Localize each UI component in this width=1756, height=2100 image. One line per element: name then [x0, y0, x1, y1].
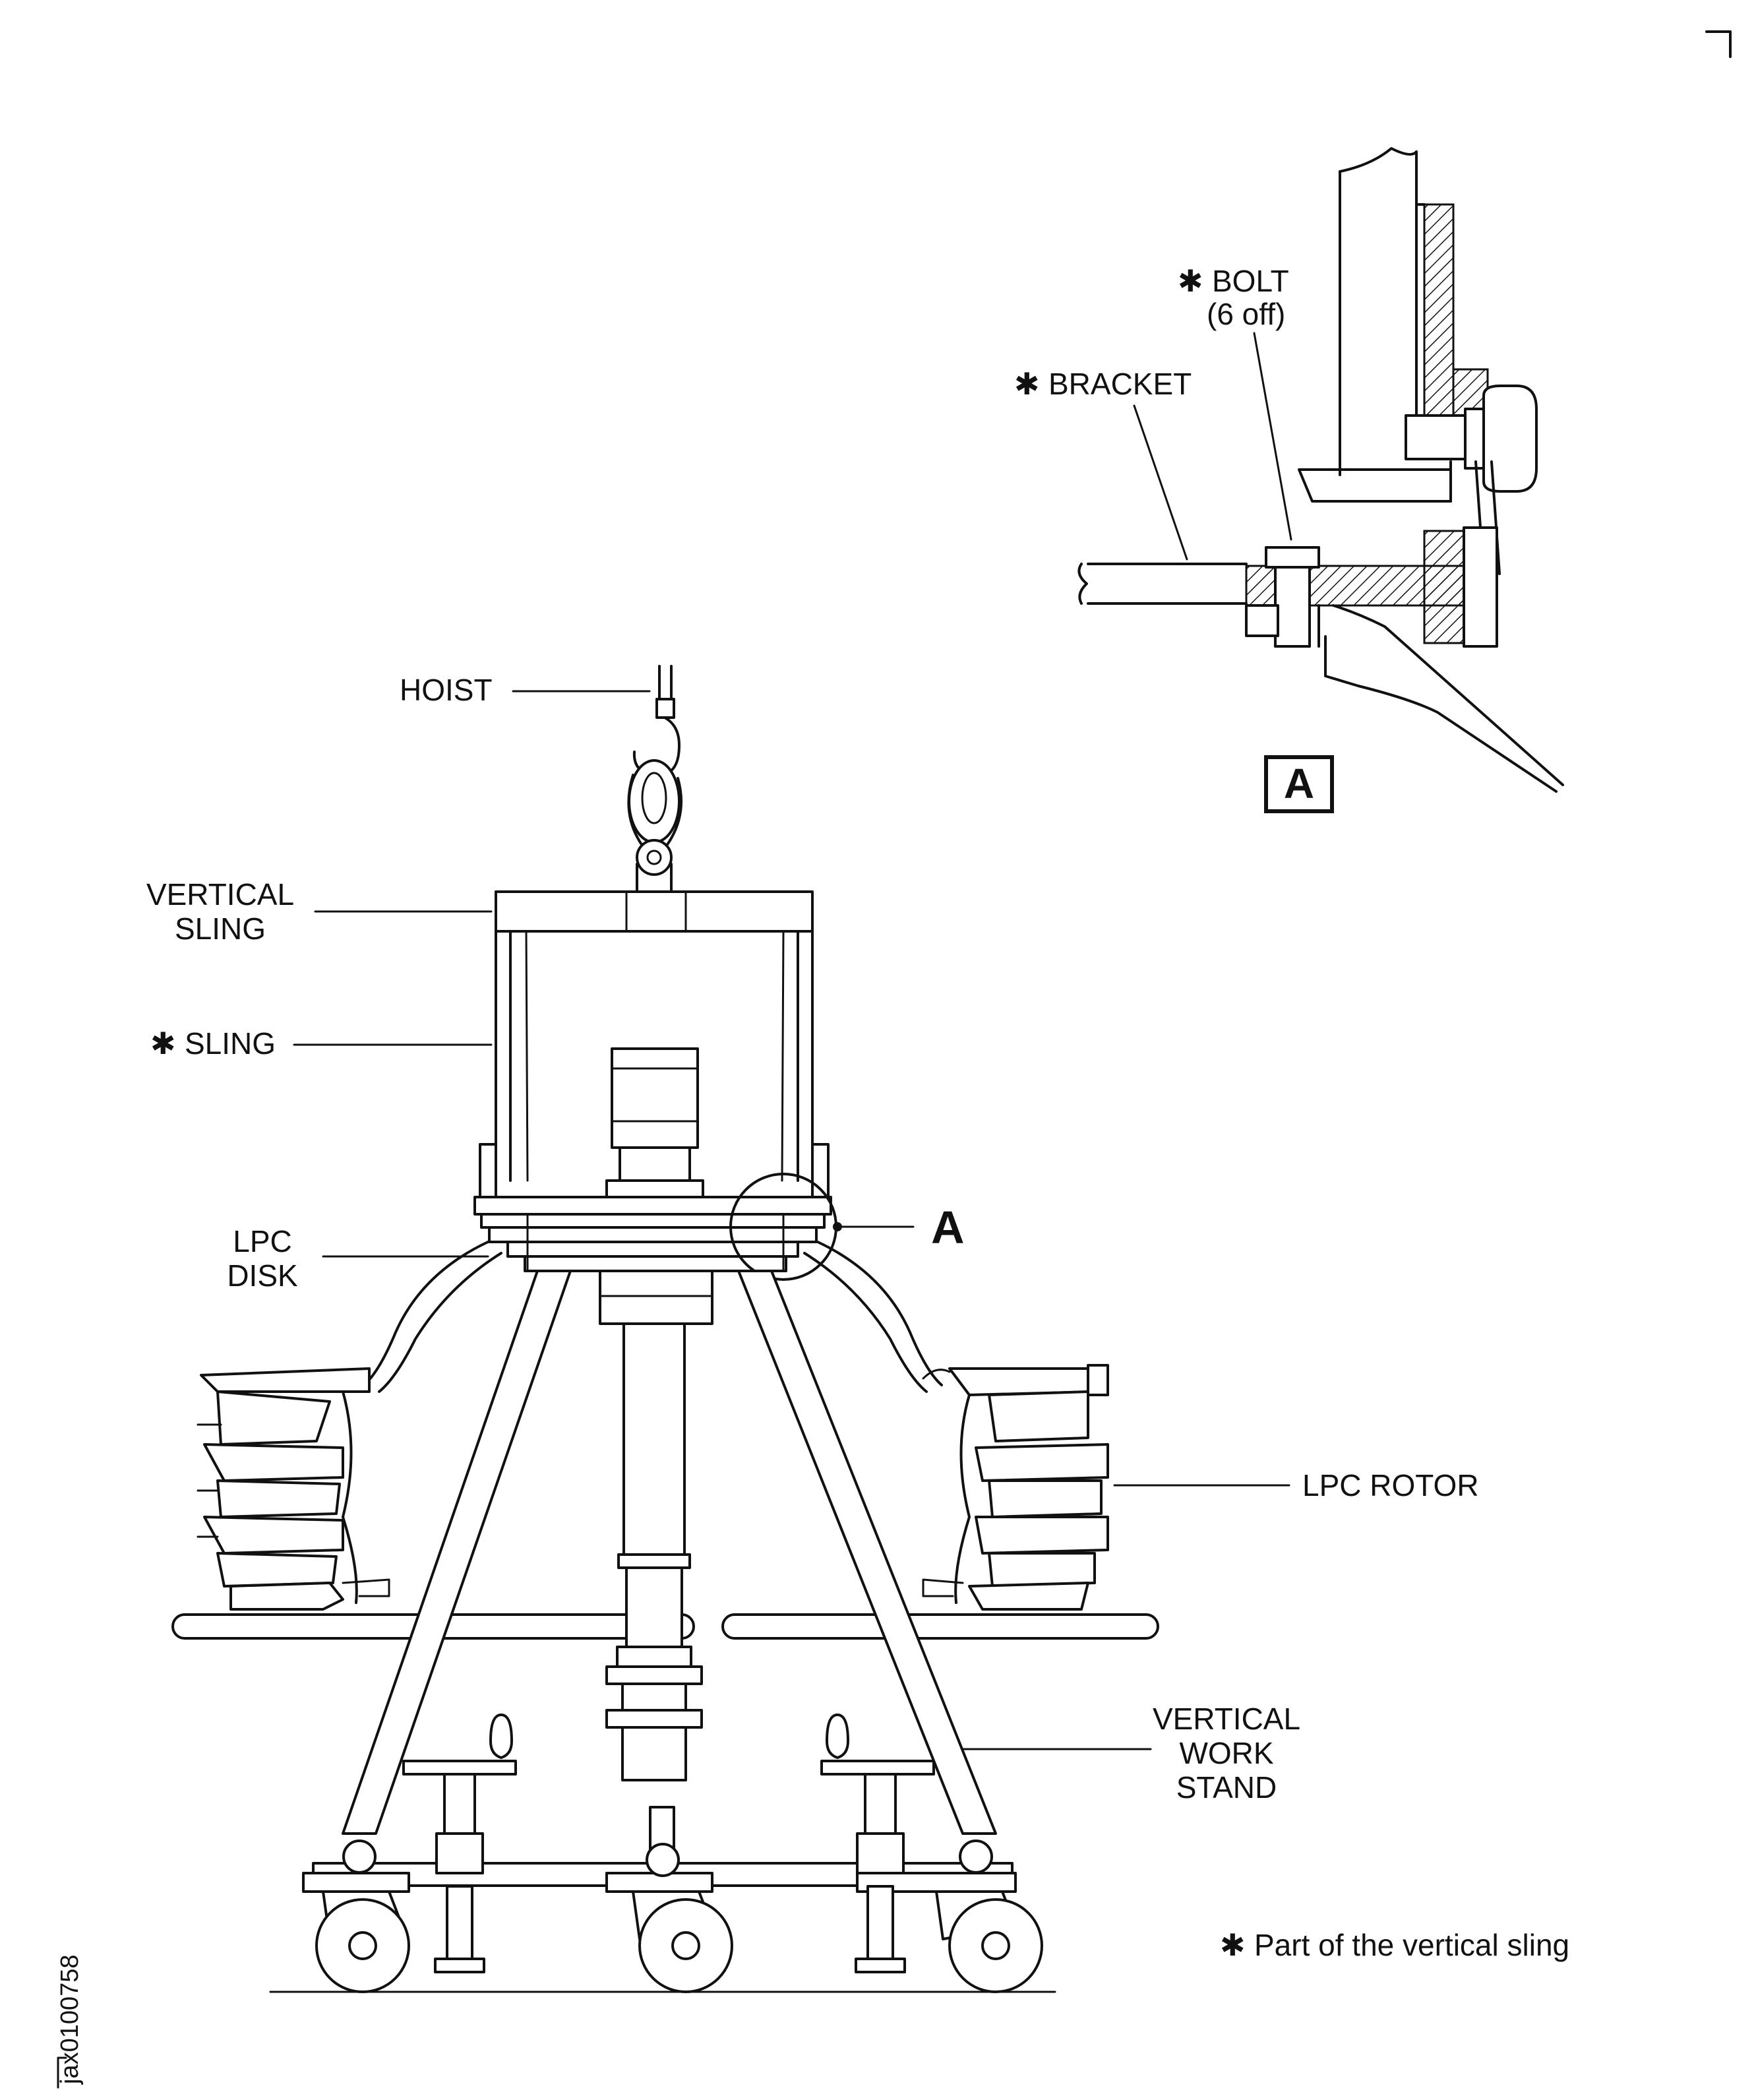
- stand-column: [605, 1322, 703, 1874]
- sling-asterisk: ✱: [150, 1026, 176, 1061]
- vertical-sling-label: VERTICAL SLING: [146, 877, 493, 946]
- bracket-label: ✱ BRACKET: [1014, 367, 1192, 561]
- corner-mark: [1705, 30, 1732, 58]
- hoist-label-text: HOIST: [400, 673, 493, 707]
- stand-legs: [342, 1270, 997, 1835]
- castor-wheels: [315, 1890, 1043, 1993]
- footnote: ✱ Part of the vertical sling: [1220, 1928, 1569, 1962]
- figure-id-text: jax0100758: [56, 1954, 84, 2085]
- work-stand-label-line1: VERTICAL: [1153, 1702, 1300, 1736]
- footnote-asterisk: ✱: [1220, 1928, 1246, 1962]
- sling-label-text: SLING: [185, 1026, 276, 1061]
- bolt-head: [1265, 546, 1320, 569]
- stand-base: [302, 1714, 1017, 1973]
- bracket-asterisk: ✱: [1014, 367, 1040, 401]
- vertical-sling-label-line2: SLING: [175, 911, 266, 946]
- lpc-rotor-left: [197, 1367, 390, 1611]
- lpc-disk-stack: [363, 1196, 943, 1393]
- stand-rails: [171, 1613, 1159, 1640]
- lpc-rotor-label: LPC ROTOR: [1113, 1468, 1479, 1502]
- lpc-disk-label-line2: DISK: [227, 1258, 298, 1293]
- detail-a-drawing: [1077, 147, 1564, 793]
- work-stand-label-line3: STAND: [1176, 1770, 1277, 1805]
- vertical-sling-label-line1: VERTICAL: [146, 877, 294, 911]
- bolt-label-line1: BOLT: [1212, 264, 1289, 298]
- detail-box-letter: A: [1284, 760, 1314, 807]
- sling-label: ✱ SLING: [150, 1026, 493, 1061]
- hoist-label: HOIST: [400, 673, 651, 707]
- lpc-disk-label-line1: LPC: [233, 1224, 291, 1258]
- lpc-rotor-right: [922, 1364, 1109, 1611]
- hatched-plate: [1423, 203, 1455, 423]
- detail-circle-a: A: [729, 1173, 965, 1281]
- lpc-rotor-label-text: LPC ROTOR: [1302, 1468, 1479, 1502]
- vertical-work-stand-label: VERTICAL WORK STAND: [961, 1702, 1300, 1805]
- footnote-text: Part of the vertical sling: [1254, 1928, 1569, 1962]
- hoist-hook: [627, 665, 682, 893]
- shaft-top: [605, 1047, 704, 1208]
- bracket-label-text: BRACKET: [1048, 367, 1192, 401]
- bolt-label-line2: (6 off): [1207, 297, 1285, 331]
- lpc-disk-label: LPC DISK: [227, 1224, 489, 1293]
- vertical-sling-frame: [479, 890, 830, 1205]
- figure-id: jax0100758: [56, 1954, 84, 2089]
- detail-callout-letter: A: [931, 1202, 965, 1253]
- bolt-label: ✱ BOLT (6 off): [1178, 264, 1292, 541]
- bolt-asterisk: ✱: [1178, 264, 1203, 298]
- detail-a-box: A: [1264, 755, 1334, 813]
- work-stand-label-line2: WORK: [1179, 1736, 1273, 1770]
